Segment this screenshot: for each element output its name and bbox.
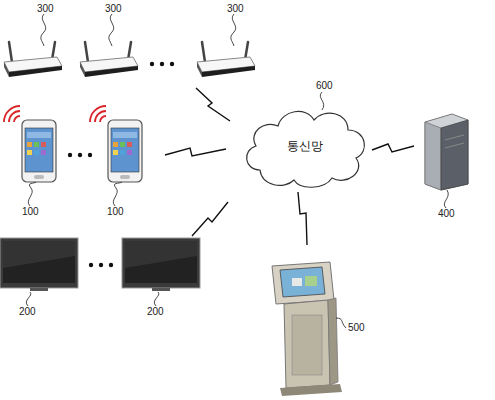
leader-line <box>26 14 448 328</box>
callout-number: 200 <box>19 306 36 317</box>
node-text: 통신망 <box>238 138 372 155</box>
callout-number: 400 <box>438 208 455 219</box>
network-cloud: 통신망 <box>238 100 372 192</box>
callout-number: 200 <box>147 306 164 317</box>
callout-number: 500 <box>348 322 365 333</box>
callout-number: 100 <box>22 206 39 217</box>
wireless-symbol <box>165 88 414 245</box>
callout-number: 300 <box>37 3 54 14</box>
callout-number: 600 <box>316 80 333 91</box>
callout-number: 300 <box>227 3 244 14</box>
callout-number: 300 <box>105 3 122 14</box>
callout-number: 100 <box>107 206 124 217</box>
